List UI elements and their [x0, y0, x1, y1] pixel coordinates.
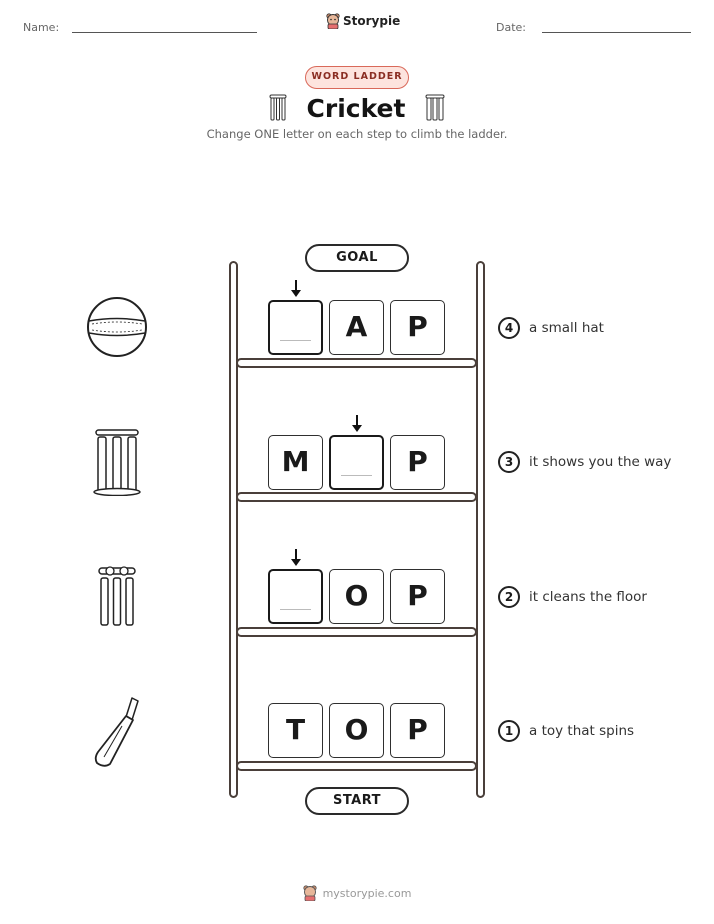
letter-input-blank[interactable] [329, 435, 384, 490]
letter-tile: M [268, 435, 323, 490]
brand-name: Storypie [343, 14, 401, 28]
ladder-rail-left [229, 261, 238, 798]
step-number: 3 [498, 451, 520, 473]
bear-logo-icon [326, 13, 340, 29]
letter-tile: P [390, 300, 445, 355]
step-number: 1 [498, 720, 520, 742]
bear-logo-icon [302, 885, 317, 901]
step-number: 4 [498, 317, 520, 339]
ladder-rung [236, 358, 477, 368]
step-number: 2 [498, 586, 520, 608]
step-clue: it cleans the floor [529, 589, 647, 605]
page-title: Cricket [306, 93, 406, 123]
step-clue: a small hat [529, 320, 604, 336]
date-line[interactable] [542, 32, 691, 33]
instructions: Change ONE letter on each step to climb … [206, 127, 508, 141]
arrow-down-icon [291, 549, 301, 566]
step-clue: a toy that spins [529, 723, 635, 739]
ladder-rung [236, 761, 477, 771]
ladder-rail-right [476, 261, 485, 798]
name-line[interactable] [72, 32, 257, 33]
word-ladder-badge: WORD LADDER [305, 66, 409, 89]
wicket-stand-icon [93, 429, 141, 496]
goal-label: GOAL [305, 244, 409, 272]
letter-input-blank[interactable] [268, 300, 323, 355]
stumps-icon [269, 94, 287, 121]
wicket-stumps-icon [98, 566, 136, 626]
cricket-bat-icon [94, 697, 139, 767]
arrow-down-icon [291, 280, 301, 297]
arrow-down-icon [352, 415, 362, 432]
letter-tile: O [329, 569, 384, 624]
letter-input-blank[interactable] [268, 569, 323, 624]
date-label: Date: [496, 21, 526, 34]
footer: mystorypie.com [0, 885, 714, 901]
letter-tile: P [390, 569, 445, 624]
footer-url[interactable]: mystorypie.com [322, 886, 412, 900]
stumps-icon [425, 94, 445, 121]
ladder-rung [236, 492, 477, 502]
start-label: START [305, 787, 409, 815]
title-row: Cricket [0, 92, 714, 124]
letter-tile: O [329, 703, 384, 758]
step-clue: it shows you the way [529, 454, 672, 470]
letter-tile: A [329, 300, 384, 355]
letter-tile: P [390, 703, 445, 758]
letter-tile: P [390, 435, 445, 490]
brand-logo: Storypie [326, 13, 400, 29]
ladder-rung [236, 627, 477, 637]
cricket-ball-icon [87, 297, 147, 357]
letter-tile: T [268, 703, 323, 758]
name-label: Name: [23, 21, 60, 34]
